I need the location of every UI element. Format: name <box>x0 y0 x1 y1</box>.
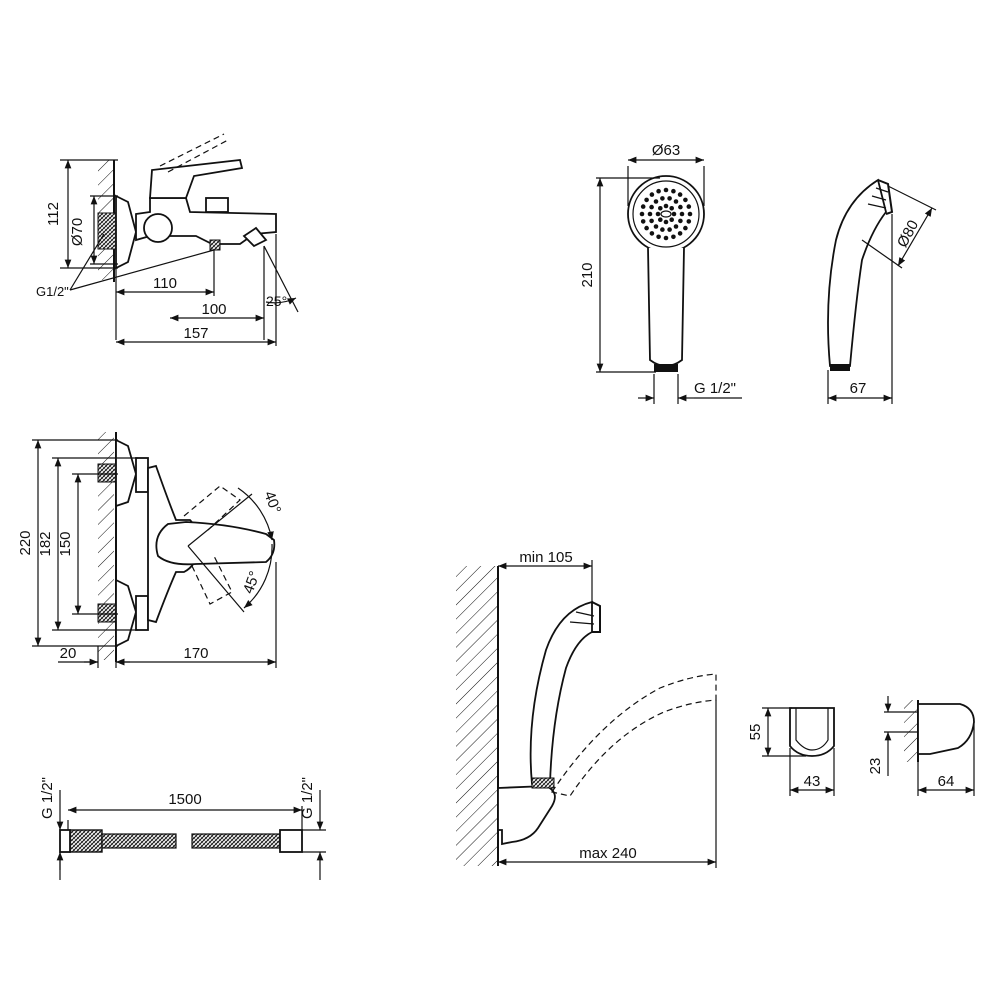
dim-150: 150 <box>57 531 74 556</box>
nozzle-dot <box>683 225 688 231</box>
wall-faucet-view: 40° 45° 220 182 150 20 170 <box>17 432 284 668</box>
shower-side-profile <box>827 178 887 367</box>
holder-front-view: 55 43 <box>747 707 835 796</box>
holder-side-view: 23 64 <box>867 696 975 796</box>
dim-diameter-70: Ø70 <box>69 218 86 246</box>
nozzle-dot <box>679 211 685 217</box>
dim-110: 110 <box>153 275 177 292</box>
nozzle-dot <box>671 234 676 240</box>
nozzle-dot <box>644 225 649 231</box>
bath-faucet-view: 112 Ø70 G1/2" 110 100 157 25° <box>36 133 299 346</box>
dim-210: 210 <box>579 262 596 287</box>
wall-hatch-4 <box>904 700 918 762</box>
dim-max-240: max 240 <box>579 845 637 862</box>
dim-diameter-63: Ø63 <box>652 142 680 159</box>
dim-64: 64 <box>938 773 955 790</box>
dim-min-105: min 105 <box>519 549 572 566</box>
nozzle-dot <box>686 219 692 224</box>
nozzle-dot <box>640 204 646 209</box>
nozzle-dot <box>649 192 655 197</box>
angle-40: 40° <box>260 489 284 516</box>
shower-handle <box>647 247 685 367</box>
nozzle-dot <box>639 211 645 217</box>
nozzle-dot <box>677 231 683 236</box>
rotated-shower-dashed <box>551 673 717 797</box>
hose-right <box>191 833 281 849</box>
nozzle-dot <box>667 227 672 232</box>
dim-23: 23 <box>867 758 884 775</box>
dim-100: 100 <box>201 301 226 318</box>
nozzle-dot <box>653 224 659 229</box>
dim-thread-g12-shower: G 1/2" <box>694 380 736 397</box>
nozzle-dot <box>663 219 669 225</box>
nozzle-dot <box>660 196 665 201</box>
nozzle-pattern <box>639 187 693 241</box>
shower-head-front-view: Ø63 210 G 1/2" <box>579 142 742 404</box>
nozzle-dot <box>644 197 649 203</box>
nozzle-dot <box>655 211 661 217</box>
nozzle-dot <box>649 231 655 236</box>
nozzle-dot <box>640 219 646 224</box>
shower-head-side-view: Ø80 67 <box>827 178 937 404</box>
lever-handle <box>149 159 244 199</box>
dim-thread-g12: G1/2" <box>36 284 69 299</box>
nozzle-dot <box>683 197 688 203</box>
dim-157: 157 <box>183 325 208 342</box>
nozzle-dot <box>673 224 679 229</box>
dim-43: 43 <box>804 773 821 790</box>
nozzle-dot <box>649 218 654 224</box>
nozzle-dot <box>660 227 665 232</box>
nozzle-dot <box>669 217 674 222</box>
holder-front <box>789 707 835 757</box>
angle-45: 45° <box>240 569 264 596</box>
dim-20: 20 <box>60 645 77 662</box>
nozzle-dot <box>656 234 661 240</box>
wall-bracket <box>497 785 556 846</box>
nozzle-dot <box>687 211 693 217</box>
escutcheon <box>115 194 137 270</box>
thread-connector <box>97 212 117 250</box>
hose-left <box>101 833 177 849</box>
nozzle-dot <box>677 192 683 197</box>
hose-view: 1500 G 1/2" G 1/2" <box>39 777 326 880</box>
nozzle-dot <box>658 217 663 222</box>
hose-thread-right: G 1/2" <box>299 777 316 819</box>
nozzle-dot <box>649 204 654 210</box>
nozzle-dot <box>678 218 683 224</box>
wall-faucet-lever <box>155 521 276 566</box>
nozzle-dot <box>678 204 683 210</box>
nozzle-dot <box>667 196 672 201</box>
holder-side <box>917 703 975 755</box>
nozzle-dot <box>673 199 679 204</box>
dim-67: 67 <box>850 380 867 397</box>
dim-182: 182 <box>37 531 54 556</box>
nozzle-dot <box>669 206 674 211</box>
dim-diameter-80: Ø80 <box>894 217 922 250</box>
nozzle-dot <box>653 199 659 204</box>
dim-170: 170 <box>183 645 208 662</box>
dim-220: 220 <box>17 530 34 555</box>
wall-hatch-2 <box>98 432 114 660</box>
hose-thread-left: G 1/2" <box>39 777 56 819</box>
dim-112: 112 <box>45 202 62 226</box>
nozzle-dot <box>686 204 692 209</box>
nozzle-dot <box>671 188 676 194</box>
nozzle-dot <box>663 235 669 241</box>
dim-55: 55 <box>747 724 764 741</box>
wall-hatch-3 <box>456 566 498 866</box>
dim-angle-25: 25° <box>266 293 287 309</box>
nozzle-dot <box>663 187 669 193</box>
holder-mount-view: min 105 max 240 <box>456 549 717 868</box>
nozzle-dot <box>663 203 669 209</box>
nozzle-dot <box>647 211 653 217</box>
dim-1500: 1500 <box>168 791 201 808</box>
shower-head-face <box>627 175 705 253</box>
mounted-shower <box>529 600 593 785</box>
nozzle-dot <box>656 188 661 194</box>
nozzle-dot <box>671 211 677 217</box>
nozzle-dot <box>658 206 663 211</box>
